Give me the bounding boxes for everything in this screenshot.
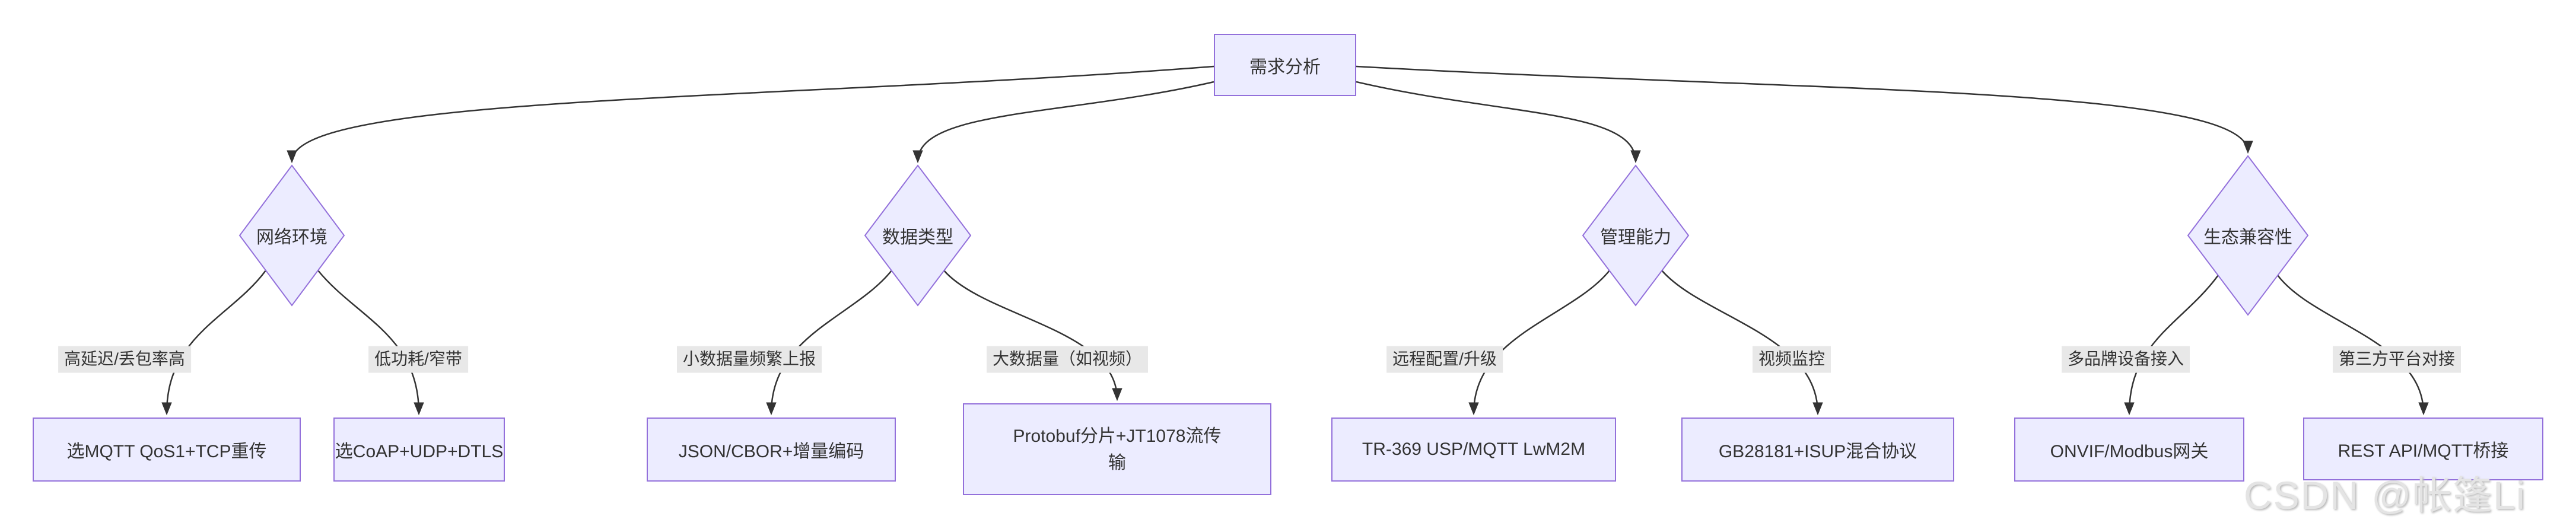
edge-management-to-gb28181 [1661, 270, 1823, 416]
condition-label-high-latency: 高延迟/丢包率高 [58, 346, 191, 373]
result-label: JSON/CBOR+增量编码 [678, 442, 864, 461]
edge-management-to-tr369 [1468, 270, 1610, 416]
condition-label-multi-brand: 多品牌设备接入 [2061, 346, 2190, 373]
edge-ecosystem-to-restapi [2277, 275, 2429, 416]
result-node-mqtt-qos1: 选MQTT QoS1+TCP重传 [33, 418, 301, 482]
root-node-label: 需求分析 [1249, 57, 1321, 77]
edge-root-to-management [1356, 81, 1641, 164]
edge-ecosystem-to-onvif [2124, 275, 2219, 416]
result-node-json-cbor: JSON/CBOR+增量编码 [647, 418, 896, 482]
result-node-restapi-mqtt: REST API/MQTT桥接 [2303, 418, 2543, 480]
result-node-protobuf-jt1078: Protobuf分片+JT1078流传输 [963, 403, 1271, 495]
result-label: Protobuf分片+JT1078流传输 [1013, 426, 1222, 473]
result-label: 选CoAP+UDP+DTLS [335, 442, 504, 461]
decision-diamond-datatype [864, 164, 972, 307]
edge-root-to-network [287, 65, 1214, 164]
root-node: 需求分析 [1214, 34, 1356, 96]
condition-label-video-monitor: 视频监控 [1752, 346, 1831, 373]
edge-root-to-datatype [912, 81, 1214, 164]
result-node-gb28181-isup: GB28181+ISUP混合协议 [1681, 418, 1954, 482]
decision-label-ecosystem: 生态兼容性 [2203, 228, 2292, 247]
decision-label-management: 管理能力 [1600, 228, 1671, 247]
edge-root-to-ecosystem [1356, 65, 2253, 154]
decision-label-network: 网络环境 [256, 228, 327, 247]
decision-diamond-network [238, 164, 345, 307]
decision-diamond-ecosystem [2187, 155, 2309, 316]
condition-label-low-power: 低功耗/窄带 [368, 346, 468, 373]
result-label: 选MQTT QoS1+TCP重传 [66, 442, 267, 461]
edge-datatype-to-protobuf [943, 270, 1122, 401]
result-label: REST API/MQTT桥接 [2338, 441, 2509, 461]
condition-label-remote-config: 远程配置/升级 [1386, 346, 1503, 373]
condition-label-small-data: 小数据量频繁上报 [676, 346, 822, 373]
decision-diamond-management [1582, 164, 1690, 307]
result-label: ONVIF/Modbus网关 [2050, 442, 2209, 461]
condition-label-big-data: 大数据量（如视频） [986, 346, 1149, 373]
result-node-tr369-lwm2m: TR-369 USP/MQTT LwM2M [1331, 418, 1616, 482]
result-node-onvif-modbus: ONVIF/Modbus网关 [2014, 418, 2244, 482]
edge-datatype-to-json [766, 270, 892, 416]
decision-label-datatype: 数据类型 [882, 228, 953, 247]
result-node-coap-dtls: 选CoAP+UDP+DTLS [333, 418, 505, 482]
csdn-watermark: CSDN @帐篷Li [2244, 473, 2526, 517]
condition-label-third-party: 第三方平台对接 [2332, 346, 2461, 373]
result-label: GB28181+ISUP混合协议 [1718, 442, 1917, 461]
edge-network-to-coap [317, 270, 424, 416]
result-label: TR-369 USP/MQTT LwM2M [1362, 439, 1586, 459]
edge-network-to-mqtt [161, 270, 267, 416]
